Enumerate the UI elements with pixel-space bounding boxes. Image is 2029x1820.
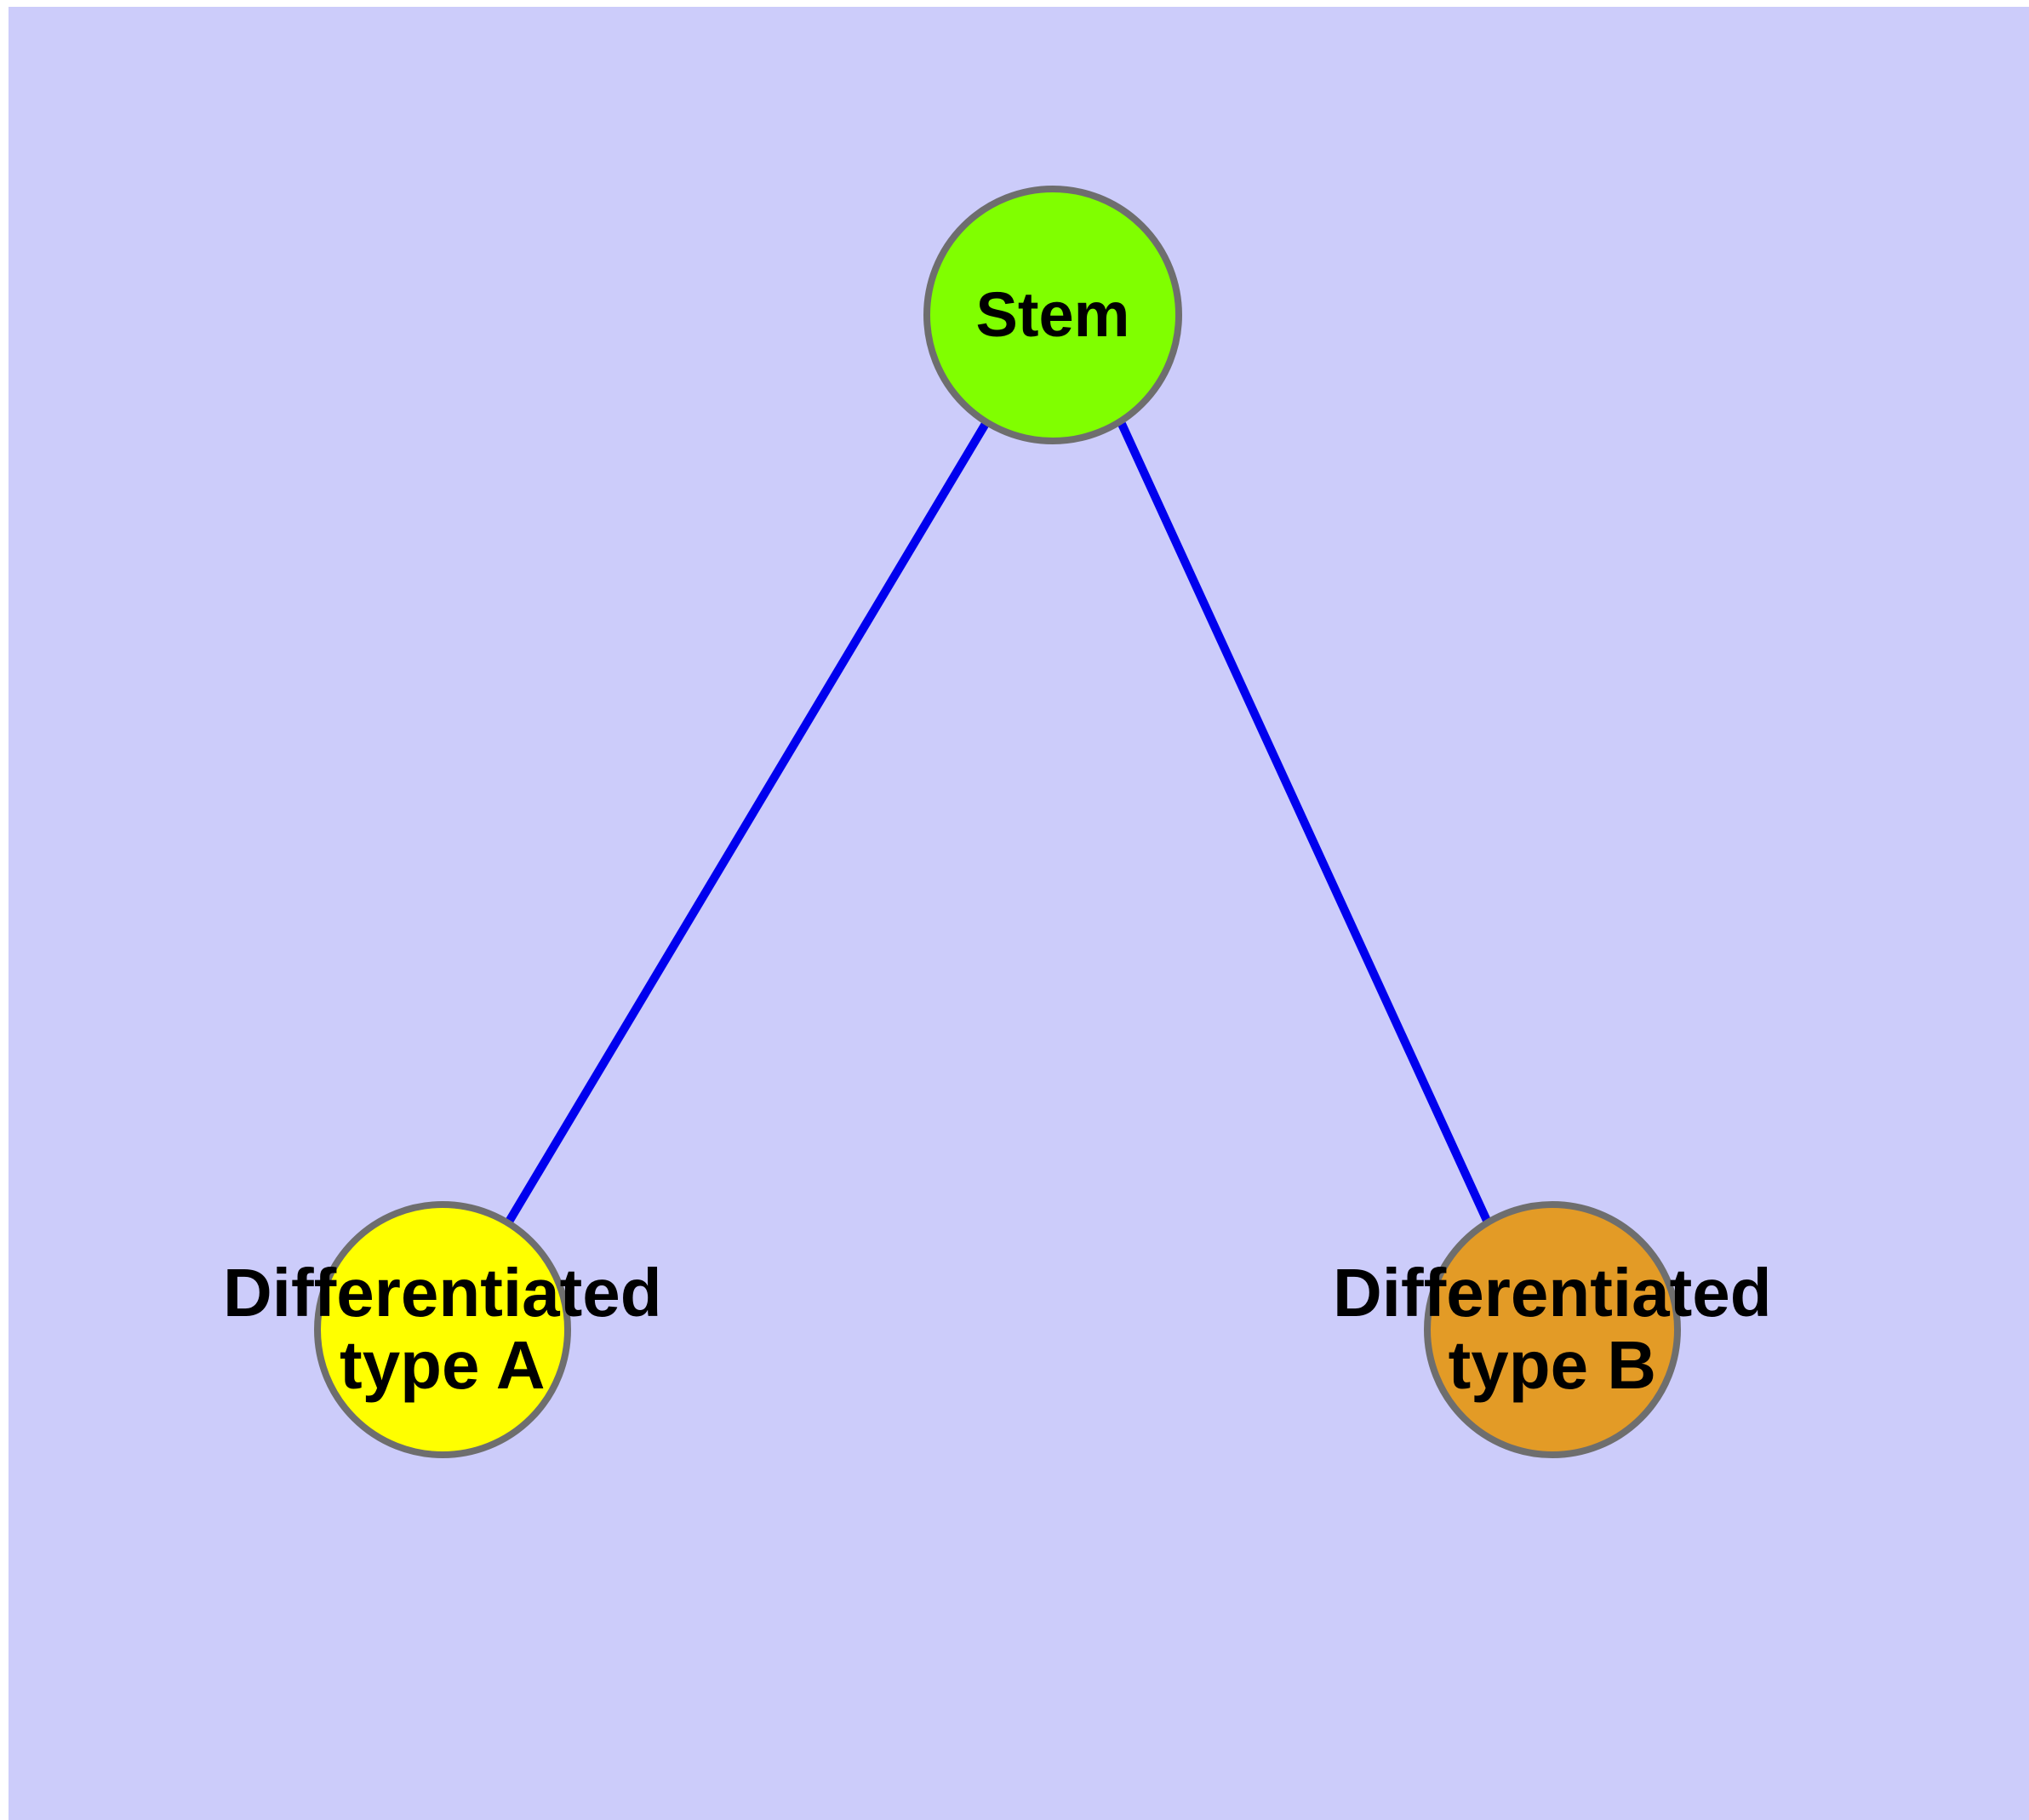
graph-node-diff_b[interactable] bbox=[1424, 1201, 1681, 1458]
graph-edge-stem-to-diff-a[interactable] bbox=[505, 420, 991, 1224]
graph-node-stem[interactable] bbox=[923, 186, 1182, 444]
edge-layer bbox=[505, 420, 1492, 1225]
node-layer bbox=[314, 186, 1681, 1458]
graph-edge-stem-to-diff-b[interactable] bbox=[1117, 421, 1492, 1225]
graph-node-diff_a[interactable] bbox=[314, 1201, 571, 1458]
